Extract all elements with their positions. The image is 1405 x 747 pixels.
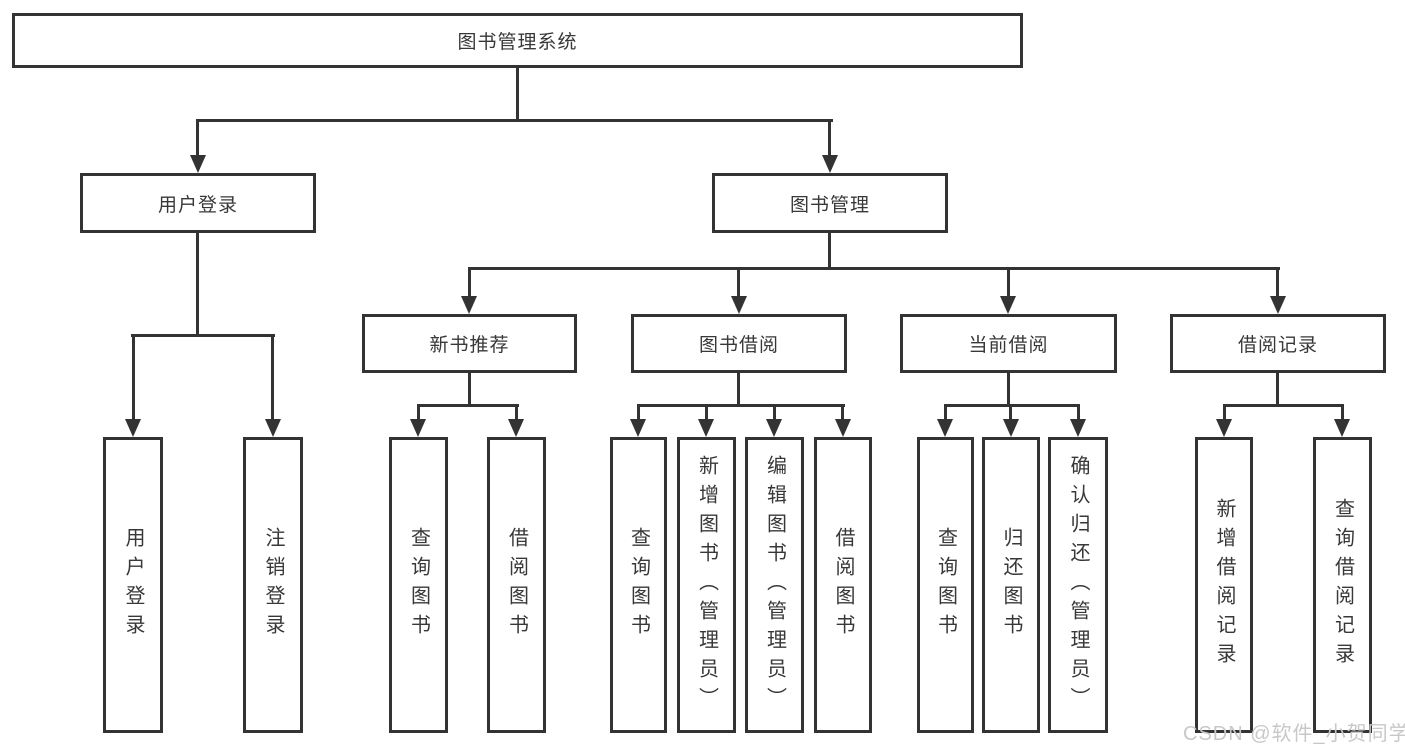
node-cb-query-book: 查询图书 (917, 437, 974, 733)
connector-stem-login (132, 334, 135, 421)
connector-new-book-recommend-branch (417, 404, 519, 407)
connector-current-borrow-branch (944, 404, 1080, 407)
connector-stem (944, 404, 947, 421)
connector-stem-new-book-recommend (468, 267, 471, 298)
arrow-down-icon (835, 419, 851, 437)
node-logout: 注销登录 (243, 437, 303, 733)
connector-stem (1009, 404, 1012, 421)
node-bb-add-book-admin: 新增图书（管理员） (677, 437, 736, 733)
arrow-down-icon (1000, 296, 1016, 314)
connector-stem (637, 404, 640, 421)
connector-stem (417, 404, 420, 421)
node-book-management: 图书管理 (712, 173, 948, 233)
node-br-add-record: 新增借阅记录 (1195, 437, 1253, 733)
connector-stem-current-borrow (1007, 267, 1010, 298)
arrow-down-icon (1270, 296, 1286, 314)
connector-stem (515, 404, 518, 421)
connector-stem (773, 404, 776, 421)
arrow-down-icon (731, 296, 747, 314)
arrow-down-icon (1003, 419, 1019, 437)
connector-stem-logout (271, 334, 274, 421)
connector-stem (1077, 404, 1080, 421)
node-br-query-record: 查询借阅记录 (1313, 437, 1372, 733)
arrow-down-icon (461, 296, 477, 314)
arrow-down-icon (766, 419, 782, 437)
node-nbr-query-book: 查询图书 (389, 437, 448, 733)
connector-stem-book-management (828, 119, 831, 157)
arrow-down-icon (410, 419, 426, 437)
node-cb-confirm-return-admin: 确认归还（管理员） (1048, 437, 1108, 733)
node-book-borrow: 图书借阅 (631, 314, 847, 373)
node-borrow-record: 借阅记录 (1170, 314, 1386, 373)
node-bb-borrow-book: 借阅图书 (814, 437, 872, 733)
connector-root-trunk (516, 68, 519, 121)
arrow-down-icon (698, 419, 714, 437)
connector-book-management-branch (468, 267, 1280, 270)
node-user-login: 用户登录 (80, 173, 316, 233)
connector-user-login-trunk (196, 233, 199, 336)
connector-stem-user-login (196, 119, 199, 157)
connector-stem-borrow-record (1276, 267, 1279, 298)
arrow-down-icon (937, 419, 953, 437)
connector-stem-book-borrow (737, 267, 740, 298)
connector-borrow-record-trunk (1276, 373, 1279, 406)
arrow-down-icon (265, 419, 281, 437)
connector-root-branch (196, 119, 833, 122)
connector-borrow-record-branch (1223, 404, 1344, 407)
arrow-down-icon (125, 419, 141, 437)
connector-book-borrow-trunk (737, 373, 740, 406)
connector-current-borrow-trunk (1007, 373, 1010, 406)
node-cb-return-book: 归还图书 (982, 437, 1040, 733)
node-root: 图书管理系统 (12, 13, 1023, 68)
node-bb-query-book: 查询图书 (610, 437, 667, 733)
node-new-book-recommend: 新书推荐 (362, 314, 577, 373)
node-nbr-borrow-book: 借阅图书 (487, 437, 546, 733)
arrow-down-icon (1216, 419, 1232, 437)
connector-stem (1341, 404, 1344, 421)
arrow-down-icon (1334, 419, 1350, 437)
arrow-down-icon (190, 155, 206, 173)
node-current-borrow: 当前借阅 (900, 314, 1117, 373)
connector-book-borrow-branch (637, 404, 845, 407)
connector-new-book-recommend-trunk (468, 373, 471, 406)
arrow-down-icon (1070, 419, 1086, 437)
connector-stem (1223, 404, 1226, 421)
node-login: 用户登录 (103, 437, 163, 733)
arrow-down-icon (508, 419, 524, 437)
node-bb-edit-book-admin: 编辑图书（管理员） (745, 437, 804, 733)
connector-user-login-branch (131, 334, 275, 337)
connector-stem (705, 404, 708, 421)
watermark: CSDN @软件_小贺同学 (1183, 723, 1405, 745)
connector-book-management-trunk (828, 233, 831, 269)
arrow-down-icon (822, 155, 838, 173)
connector-stem (841, 404, 844, 421)
arrow-down-icon (630, 419, 646, 437)
